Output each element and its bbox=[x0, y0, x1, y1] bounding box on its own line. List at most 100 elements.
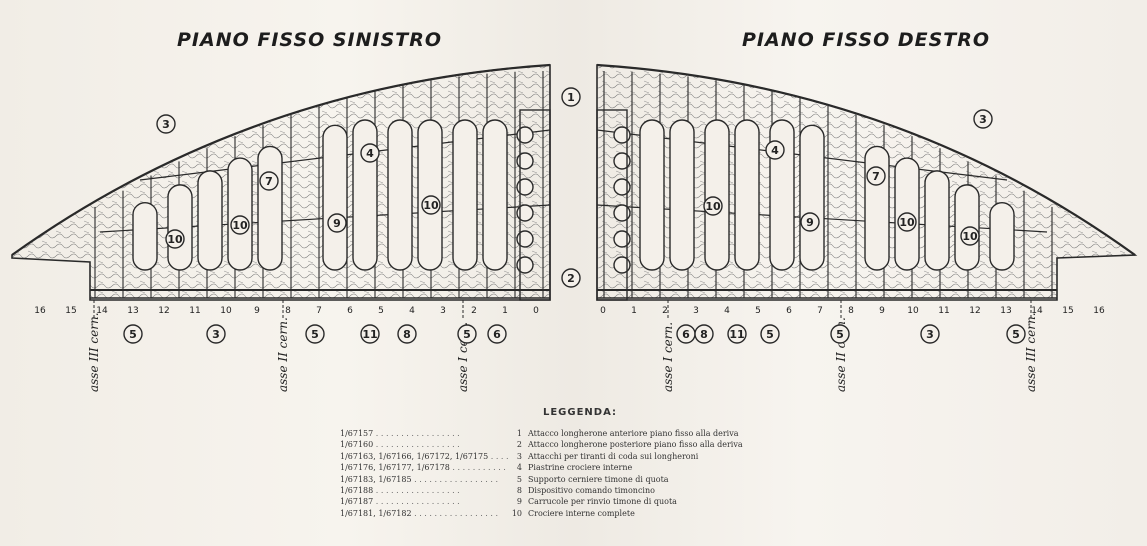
lightening-hole bbox=[734, 119, 760, 271]
scale-tick-label: 12 bbox=[158, 306, 169, 316]
callout-number: 7 bbox=[872, 170, 880, 183]
callout-circle bbox=[830, 324, 850, 344]
right-stabilizer bbox=[596, 63, 1138, 301]
scale-tick-label: 16 bbox=[1093, 306, 1105, 316]
scale-tick-label: 0 bbox=[533, 306, 539, 316]
legend-rows: 1/67157 1 Attacco longherone anteriore pia… bbox=[340, 428, 800, 519]
callout-number: 6 bbox=[682, 328, 690, 341]
callout-circle bbox=[561, 87, 581, 107]
legend-num: 8 bbox=[516, 485, 522, 495]
callout-number: 10 bbox=[899, 216, 915, 229]
callout-number: 9 bbox=[806, 216, 814, 229]
callout-circle bbox=[727, 324, 747, 344]
legend-codes: 1/67157 bbox=[340, 428, 508, 439]
callout-number: 5 bbox=[1012, 328, 1020, 341]
lightening-hole bbox=[669, 119, 695, 271]
scale-tick-label: 9 bbox=[254, 306, 260, 316]
left-stabilizer bbox=[11, 63, 551, 301]
scale-tick-label: 9 bbox=[879, 306, 885, 316]
callout-number: 6 bbox=[493, 328, 501, 341]
scale-tick-label: 13 bbox=[1000, 306, 1011, 316]
scale-tick-label: 10 bbox=[220, 306, 232, 316]
lightening-hole bbox=[352, 119, 378, 271]
legend-codes: 1/67163, 1/67166, 1/67172, 1/67175 bbox=[340, 451, 508, 462]
callout-number: 5 bbox=[836, 328, 844, 341]
legend-desc: Crociere interne complete bbox=[528, 508, 635, 518]
callout-number: 11 bbox=[362, 328, 377, 341]
callout-number: 3 bbox=[979, 113, 987, 126]
lightening-hole bbox=[452, 119, 478, 271]
callout-number: 5 bbox=[129, 328, 137, 341]
callout-circle bbox=[694, 324, 714, 344]
callout-circle bbox=[360, 143, 380, 163]
axis-label: asse III cern. bbox=[87, 312, 101, 392]
lightening-hole bbox=[799, 124, 825, 271]
lightening-hole bbox=[639, 119, 665, 271]
legend-num: 5 bbox=[516, 474, 522, 484]
scale-tick-label: 3 bbox=[693, 306, 699, 316]
legend-codes: 1/67181, 1/67182 bbox=[340, 508, 508, 519]
scale-tick-label: 2 bbox=[471, 306, 477, 316]
callout-number: 8 bbox=[700, 328, 708, 341]
scale-tick-label: 4 bbox=[724, 306, 730, 316]
callout-circle bbox=[305, 324, 325, 344]
scale-tick-label: 11 bbox=[938, 306, 949, 316]
round-hole bbox=[516, 178, 534, 196]
legend-desc: Attacco longherone anteriore piano fisso… bbox=[528, 429, 739, 438]
callout-circle bbox=[973, 109, 993, 129]
lightening-hole bbox=[167, 184, 193, 271]
callout-circle bbox=[206, 324, 226, 344]
callout-number: 4 bbox=[366, 147, 374, 160]
scale-tick-label: 5 bbox=[378, 306, 384, 316]
legend-num: 9 bbox=[516, 497, 522, 507]
lightening-hole bbox=[864, 145, 890, 271]
callout-circle bbox=[703, 196, 723, 216]
legend-codes: 1/67176, 1/67177, 1/67178 bbox=[340, 462, 508, 473]
title-right: PIANO FISSO DESTRO bbox=[742, 29, 990, 51]
round-hole bbox=[516, 204, 534, 222]
round-hole bbox=[516, 230, 534, 248]
callout-circle bbox=[960, 226, 980, 246]
legend-row: 1/67176, 1/67177, 1/671784Piastrine croc… bbox=[340, 462, 800, 473]
scale-tick-label: 14 bbox=[1031, 306, 1043, 316]
lightening-hole bbox=[132, 201, 158, 271]
legend-row: 1/671602Attacco longherone posteriore pi… bbox=[340, 439, 800, 450]
scale-tick-label: 4 bbox=[409, 306, 415, 316]
callout-circle bbox=[123, 324, 143, 344]
round-hole bbox=[613, 204, 631, 222]
callout-number: 10 bbox=[423, 199, 439, 212]
legend-desc: Attacco longherone posteriore piano fiss… bbox=[528, 440, 743, 450]
legend-codes: 1/67187 bbox=[340, 496, 508, 507]
callout-number: 8 bbox=[403, 328, 411, 341]
scale-tick-label: 14 bbox=[96, 306, 108, 316]
callout-circle bbox=[259, 171, 279, 191]
lightening-hole bbox=[322, 124, 348, 271]
callout-number: 9 bbox=[333, 217, 341, 230]
lightening-hole bbox=[989, 201, 1015, 271]
scale-tick-label: 6 bbox=[786, 306, 792, 316]
scale-tick-label: 11 bbox=[189, 306, 200, 316]
axis-label: asse II cern. bbox=[276, 317, 290, 392]
legend-num: 1 bbox=[516, 429, 522, 438]
legend-desc: Attacchi per tiranti di coda sui longher… bbox=[528, 451, 699, 461]
callout-number: 3 bbox=[212, 328, 220, 341]
callout-circle bbox=[327, 213, 347, 233]
scale-tick-label: 10 bbox=[907, 306, 919, 316]
legend-row: 1/67187 9 Carrucole per rinvio timone di q… bbox=[340, 496, 800, 507]
lightening-hole bbox=[482, 119, 508, 271]
legend-row: 1/67163, 1/67166, 1/67172, 1/671753Attac… bbox=[340, 451, 800, 462]
legend-desc: Carrucole per rinvio timone di quota bbox=[528, 497, 677, 507]
callout-circle bbox=[561, 268, 581, 288]
round-hole bbox=[516, 152, 534, 170]
scale-tick-label: 15 bbox=[65, 306, 76, 316]
callout-circle bbox=[765, 140, 785, 160]
axis-label: asse I cern. bbox=[661, 322, 675, 392]
scale-tick-label: 2 bbox=[662, 306, 668, 316]
scale-tick-label: 7 bbox=[316, 306, 322, 316]
legend-row: 1/67157 1 Attacco longherone anteriore pia… bbox=[340, 428, 800, 439]
callout-number: 1 bbox=[567, 91, 575, 104]
callout-number: 5 bbox=[463, 328, 471, 341]
scale-tick-label: 12 bbox=[969, 306, 980, 316]
